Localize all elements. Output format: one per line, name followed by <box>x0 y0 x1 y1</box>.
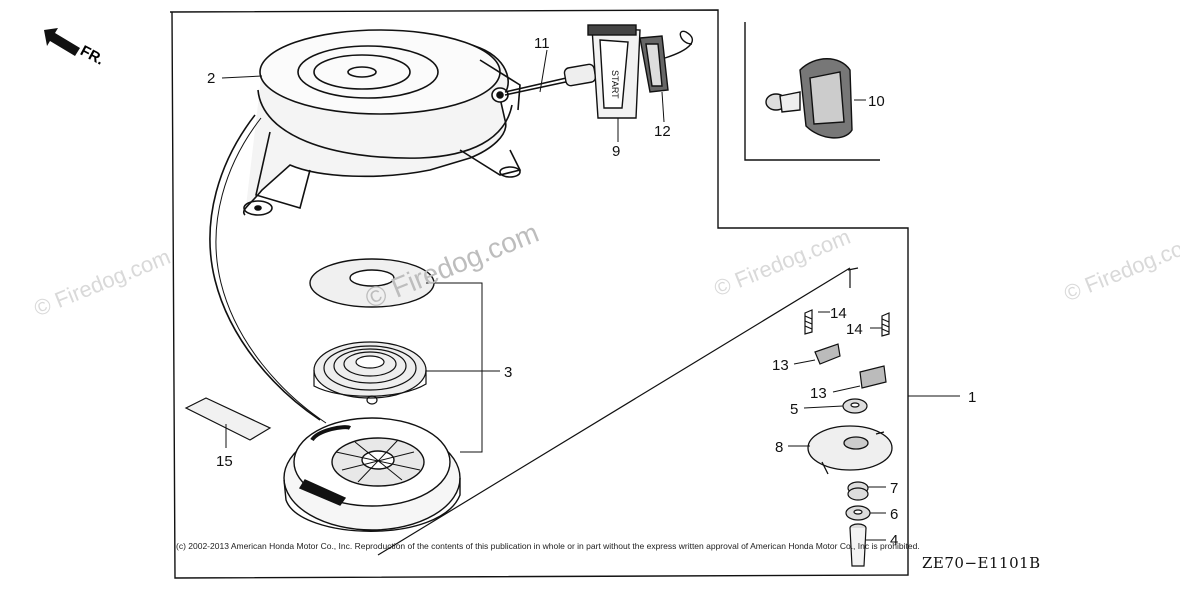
caution-label <box>184 397 272 441</box>
callout-14b: 14 <box>846 321 863 338</box>
reel-pulley <box>283 417 461 532</box>
leader-13a <box>793 359 816 365</box>
callout-15: 15 <box>216 453 233 470</box>
callout-1: 1 <box>968 389 976 406</box>
starter-rope <box>504 75 576 96</box>
diagram-code: ZE70−E1101B <box>922 554 1041 572</box>
grip-label: START <box>610 70 620 99</box>
setting-bolt <box>849 523 867 567</box>
leader-11 <box>539 49 548 93</box>
leader-5 <box>803 405 844 409</box>
grip-option <box>765 58 853 139</box>
assembly-frame <box>169 9 909 579</box>
pulley-rope <box>209 114 321 421</box>
callout-3: 3 <box>504 364 512 381</box>
ratchet-springs <box>804 309 890 337</box>
ratchet-pawls <box>814 343 887 389</box>
callout-6: 6 <box>890 506 898 523</box>
callout-7: 7 <box>890 480 898 497</box>
copyright-notice: (c) 2002-2013 American Honda Motor Co., … <box>176 541 920 551</box>
callout-14a: 14 <box>830 305 847 322</box>
callout-11: 11 <box>534 35 550 52</box>
leader-12 <box>661 91 665 123</box>
drive-plate <box>807 425 893 475</box>
callout-13a: 13 <box>772 357 789 374</box>
callout-9: 9 <box>612 143 620 160</box>
callout-2: 2 <box>207 70 215 87</box>
rope-insert <box>639 30 693 93</box>
callout-4: 4 <box>890 532 898 549</box>
callout-12: 12 <box>654 123 671 140</box>
thrust-washer <box>842 398 868 414</box>
friction-spring <box>847 481 869 501</box>
inset-frame <box>744 22 880 161</box>
leader-13b <box>832 385 861 393</box>
fr-arrow-icon <box>44 28 80 56</box>
exploded-boundary <box>377 267 851 556</box>
callout-5: 5 <box>790 401 798 418</box>
starter-case <box>243 29 522 216</box>
washer-plate <box>309 258 435 308</box>
leader-3 <box>426 282 483 453</box>
callout-8: 8 <box>775 439 783 456</box>
callout-13b: 13 <box>810 385 827 402</box>
callout-10: 10 <box>868 93 885 110</box>
leader-2 <box>221 75 263 79</box>
recoil-spring <box>313 341 427 405</box>
starter-grip: START <box>563 24 641 119</box>
friction-washer <box>845 505 871 521</box>
